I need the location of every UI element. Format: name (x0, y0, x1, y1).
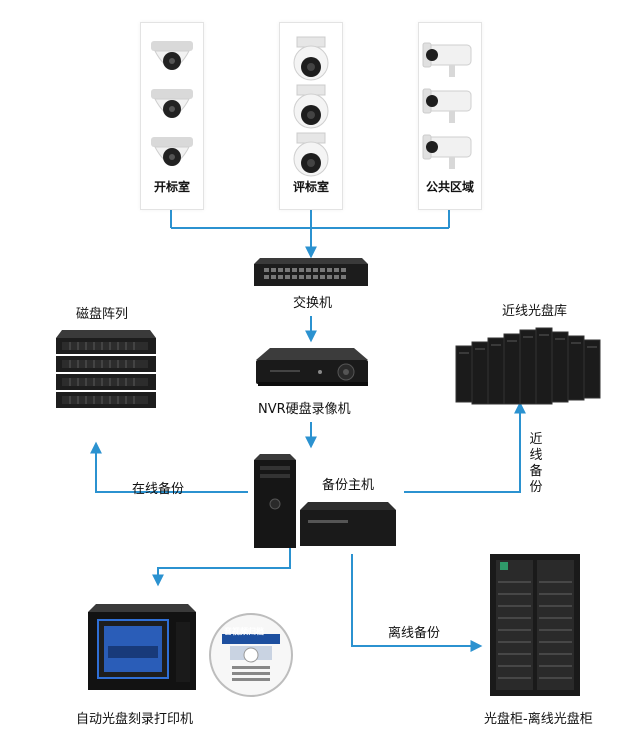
arrow-online-backup (90, 441, 248, 493)
disc-cabinet-icon (490, 554, 580, 696)
room-panel-bid-opening: 开标室 (140, 22, 204, 210)
network-switch-icon (254, 258, 368, 286)
room-panel-evaluation: 评标室 (279, 22, 343, 210)
room-label-bid-opening: 开标室 (153, 180, 190, 194)
offline-backup-label: 离线备份 (388, 626, 441, 641)
optical-disc-icon (209, 613, 293, 697)
room-label-public-area: 公共区域 (425, 180, 474, 194)
auto-burner-label: 自动光盘刻录打印机 (76, 712, 194, 727)
desktop-pc-icon (254, 454, 396, 548)
switch-label: 交换机 (293, 296, 333, 311)
disk-array-label: 磁盘阵列 (76, 307, 129, 322)
offline-cabinet-label: 光盘柜-离线光盘柜 (484, 712, 593, 727)
arrow-offline-backup (351, 554, 483, 652)
dome-camera-icon (151, 41, 193, 166)
bullet-camera-icon (422, 42, 472, 169)
arrow-nearline-backup (404, 401, 526, 493)
room-label-evaluation: 评标室 (292, 180, 329, 194)
nvr-recorder-icon (256, 348, 368, 386)
disc-title: 音视频归档 (224, 627, 264, 636)
arrow-to-burner (152, 548, 291, 587)
nvr-label: NVR硬盘录像机 (258, 402, 351, 417)
ptz-camera-icon (293, 36, 329, 177)
disc-printer-icon (88, 604, 196, 690)
online-backup-label: 在线备份 (132, 482, 185, 497)
disc-library-icon (455, 327, 601, 405)
nearline-backup-label: 近线备份 (529, 432, 543, 495)
backup-host-label: 备份主机 (322, 478, 375, 493)
room-panel-public-area: 公共区域 (418, 22, 482, 210)
nearline-library-label: 近线光盘库 (502, 304, 568, 319)
server-rack-icon (56, 330, 156, 408)
